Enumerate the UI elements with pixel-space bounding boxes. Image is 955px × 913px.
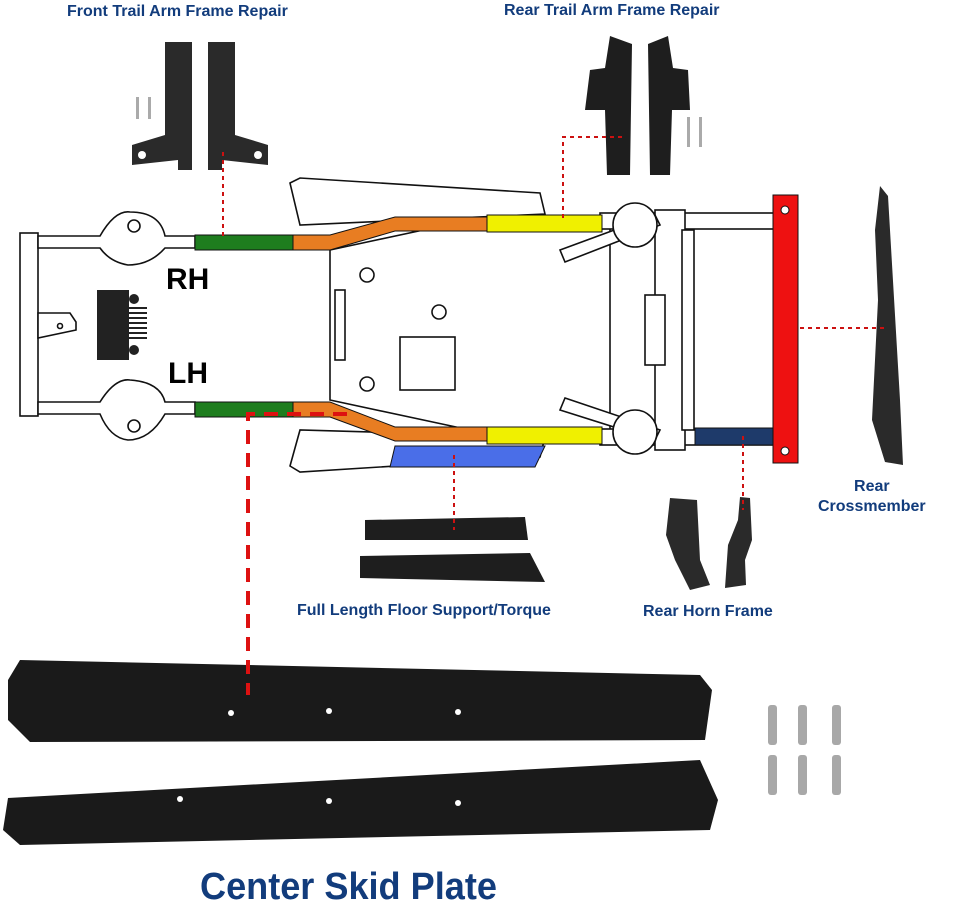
leader-center-skid-plate — [246, 412, 347, 695]
label-rh: RH — [166, 263, 210, 296]
label-rear-crossmember-line2: Crossmember — [818, 498, 926, 515]
colored-sections — [194, 194, 799, 468]
front-trail-arm-parts — [132, 42, 268, 170]
label-rear-crossmember-line1: Rear — [854, 478, 890, 495]
label-rear-trail-arm: Rear Trail Arm Frame Repair — [504, 2, 720, 19]
bolt-icons-rear — [687, 117, 702, 147]
label-rear-horn: Rear Horn Frame — [643, 603, 773, 620]
front-crossbar — [19, 232, 39, 417]
center-square — [399, 336, 456, 391]
section-rear-trail-arm-rh — [486, 214, 603, 233]
section-rear-horn — [694, 427, 774, 446]
label-front-trail-arm: Front Trail Arm Frame Repair — [67, 3, 288, 20]
bolt-icons-front — [136, 97, 151, 119]
frame-outline — [19, 177, 776, 473]
leader-lines — [222, 136, 885, 530]
jeep-grille-icon — [97, 290, 147, 360]
section-front-trail-arm-lh — [194, 401, 294, 418]
front-rail-rh — [37, 211, 196, 266]
outrigger-rh — [289, 177, 547, 226]
bolt-set-icon — [768, 705, 841, 795]
rear-crossmember-part — [872, 186, 903, 465]
leader-rear-trail-arm — [562, 136, 622, 220]
label-center-skid-plate: Center Skid Plate — [200, 866, 497, 908]
hole-icons — [177, 708, 461, 806]
section-rear-trail-arm-lh — [486, 426, 603, 445]
section-rear-crossmember — [772, 194, 799, 464]
label-rear-crossmember: Rear Crossmember — [818, 477, 926, 517]
rear-trail-arm-parts — [585, 36, 690, 175]
section-floor-support — [389, 445, 546, 468]
center-skid-plate-parts — [3, 660, 718, 845]
label-floor-support: Full Length Floor Support/Torque — [297, 602, 551, 619]
label-lh: LH — [168, 357, 208, 390]
section-front-trail-arm-rh — [194, 234, 294, 251]
floor-support-parts — [360, 517, 545, 582]
rear-horn-parts — [666, 497, 752, 590]
